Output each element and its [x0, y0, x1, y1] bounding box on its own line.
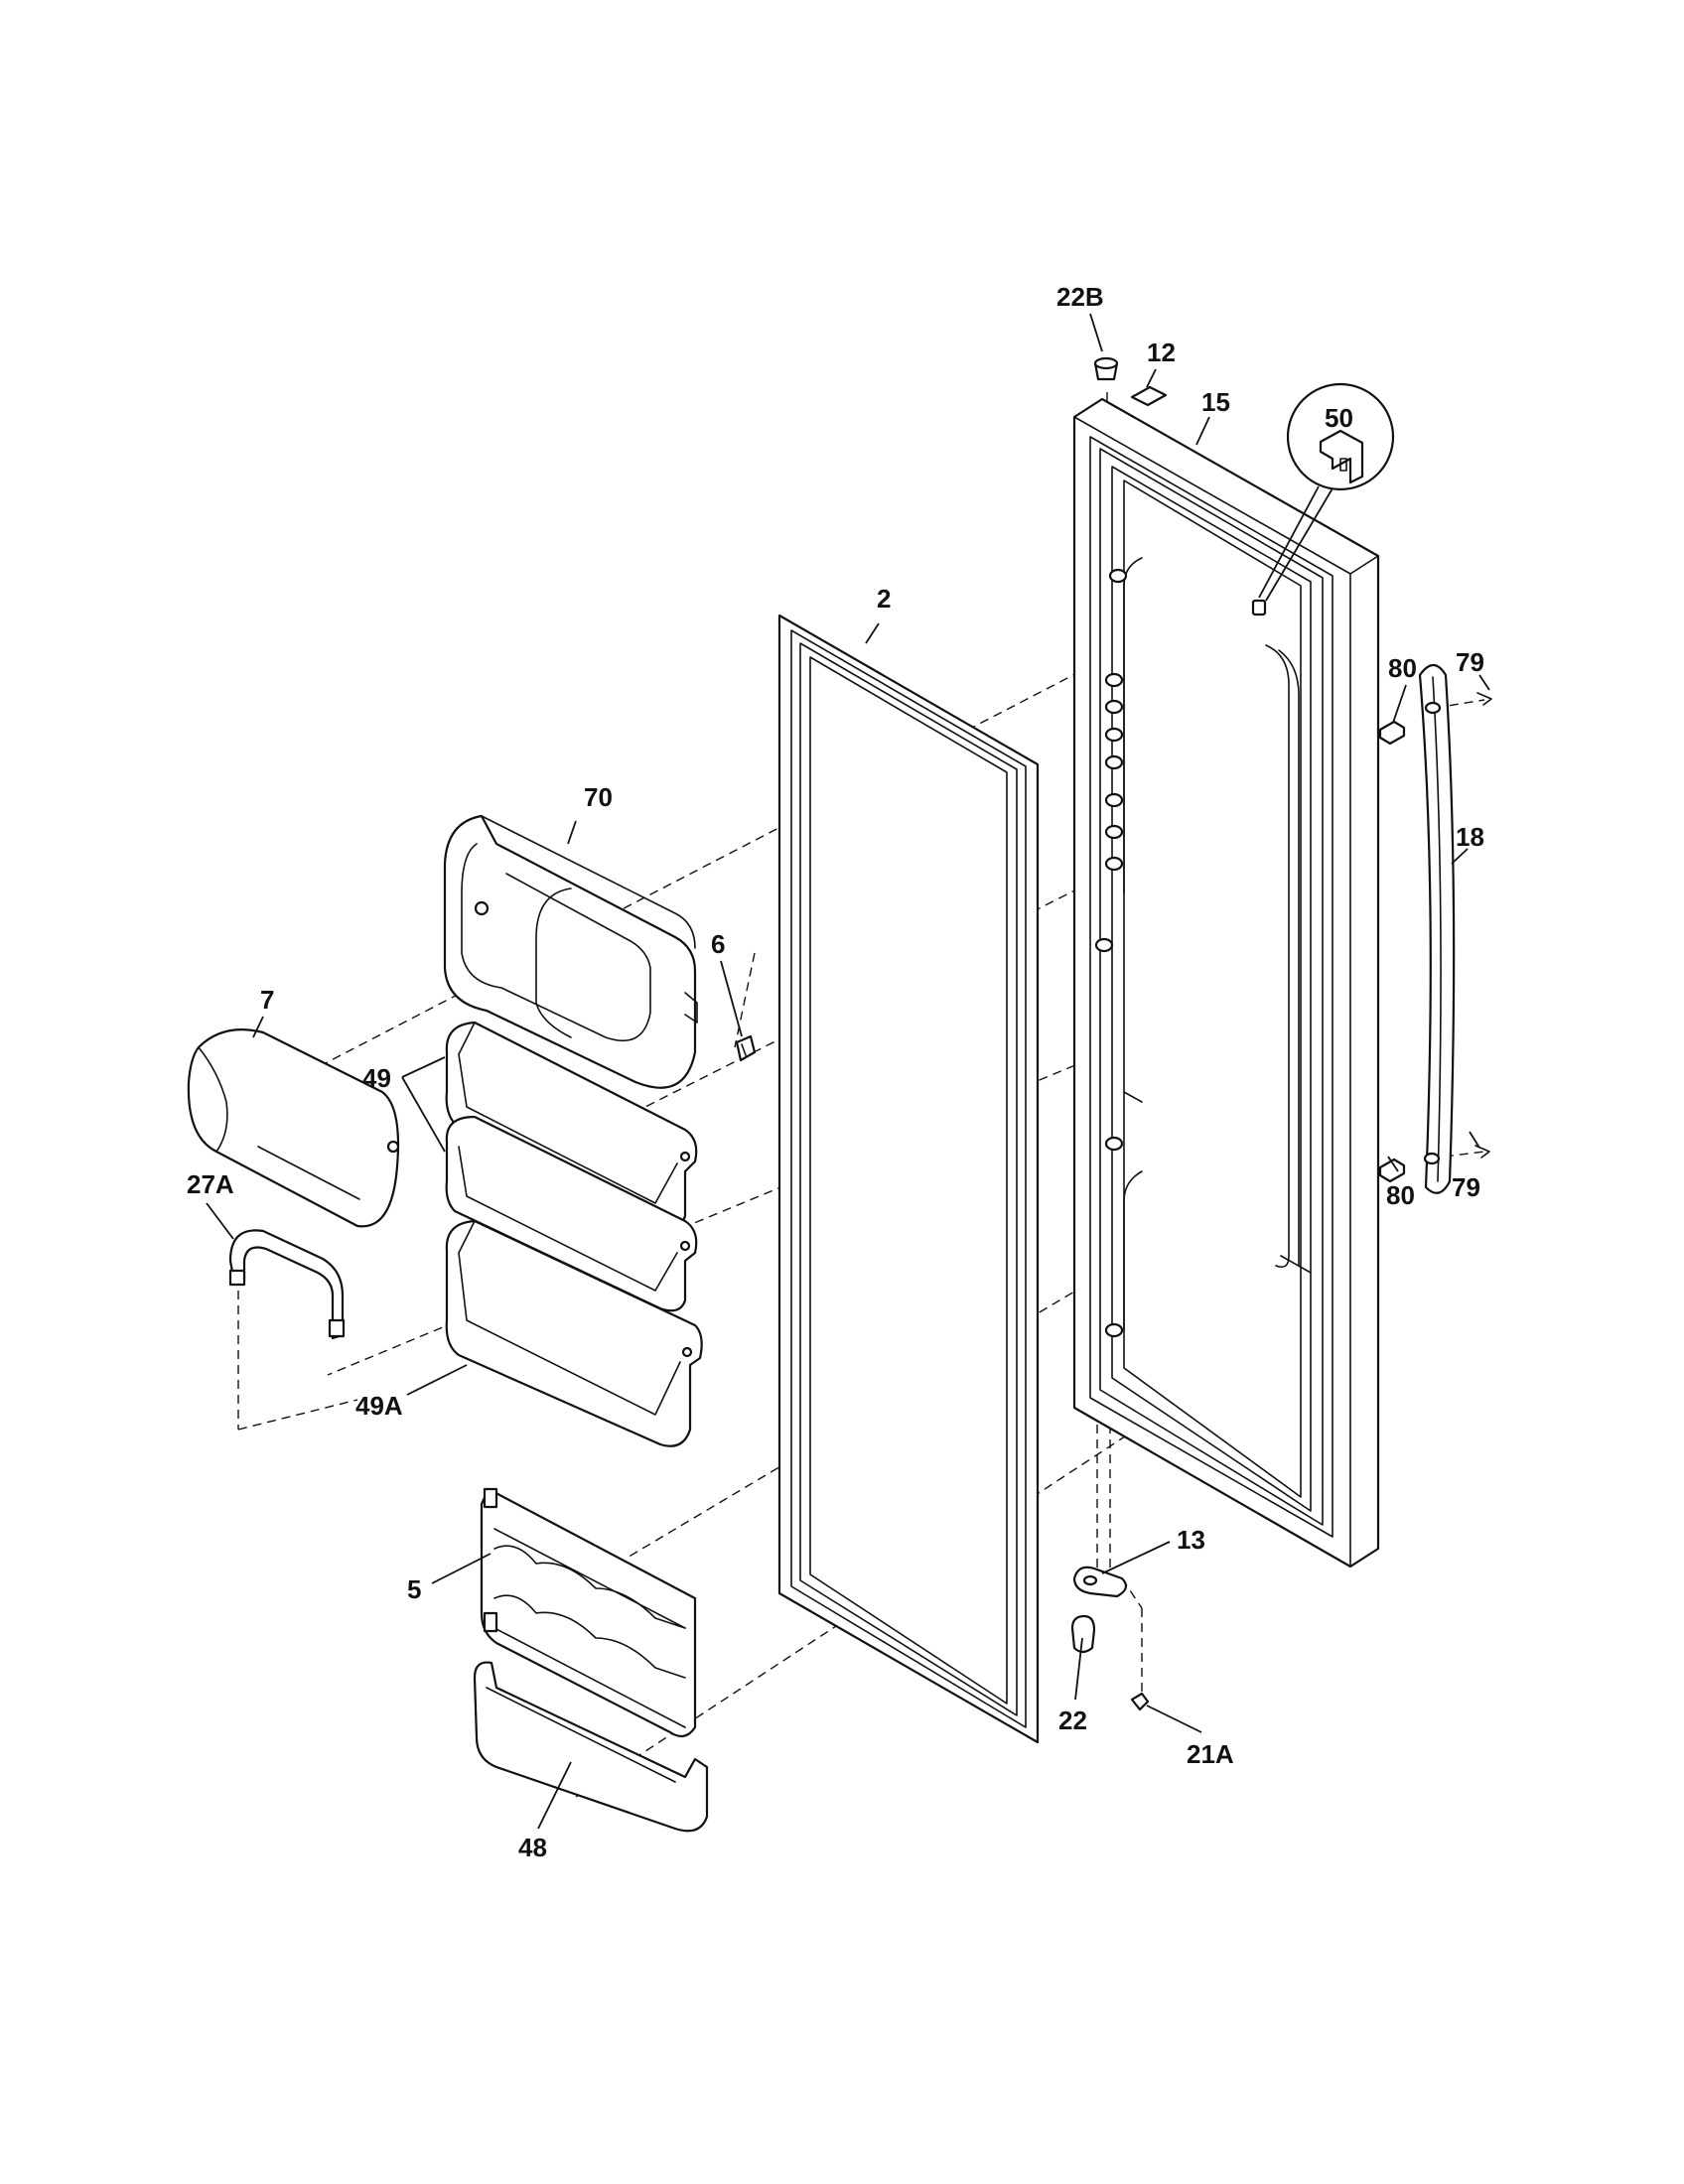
door-15: [1072, 397, 1380, 1569]
label-48: 48: [518, 1833, 547, 1862]
stud-80-top: [1378, 720, 1406, 746]
dairy-handle-27A: [228, 1229, 346, 1340]
door-shelf-pegs: [1094, 568, 1128, 1338]
plug-12: [1130, 385, 1168, 407]
dairy-compartment-70: [443, 814, 698, 1089]
label-79-bottom: 79: [1452, 1172, 1480, 1202]
screw-21A: [1130, 1692, 1150, 1711]
door-bin-48: [473, 1661, 709, 1833]
door-bin-49-lower: [445, 1115, 698, 1312]
door-bin-49-upper: [445, 1021, 698, 1227]
label-13: 13: [1177, 1525, 1205, 1555]
label-27A: 27A: [187, 1169, 234, 1199]
screw-79-bottom: [1474, 1145, 1490, 1159]
callout-50: [1258, 382, 1395, 602]
screw-79-top: [1476, 692, 1492, 706]
clip-6: [735, 1034, 757, 1062]
can-rack-5: [480, 1487, 697, 1738]
label-5: 5: [407, 1574, 421, 1604]
label-22B: 22B: [1056, 282, 1104, 312]
label-49A: 49A: [355, 1391, 403, 1421]
gasket-2: [777, 614, 1040, 1744]
dairy-door-7: [187, 1028, 400, 1228]
stud-80-bottom: [1378, 1158, 1406, 1183]
bushing-22: [1070, 1614, 1096, 1654]
label-12: 12: [1147, 338, 1176, 367]
label-2: 2: [877, 584, 891, 614]
label-6: 6: [711, 929, 725, 959]
label-7: 7: [260, 985, 274, 1015]
label-18: 18: [1456, 822, 1484, 852]
label-22: 22: [1058, 1706, 1087, 1735]
label-15: 15: [1201, 387, 1230, 417]
label-49: 49: [362, 1063, 391, 1093]
label-79-top: 79: [1456, 647, 1484, 677]
label-70: 70: [584, 782, 613, 812]
label-21A: 21A: [1187, 1739, 1234, 1769]
part-labels: 22B 12 15 50 2 80 79 18 70 6 7 49 27A 80…: [187, 282, 1484, 1862]
label-80-bottom: 80: [1386, 1180, 1415, 1210]
hinge-pin-22B: [1093, 356, 1119, 381]
door-bin-49A: [445, 1219, 703, 1447]
label-80-top: 80: [1388, 653, 1417, 683]
bracket-13: [1072, 1566, 1128, 1598]
label-50: 50: [1325, 403, 1353, 433]
leader-lines: [206, 313, 1490, 1830]
handle-18: [1418, 663, 1456, 1194]
